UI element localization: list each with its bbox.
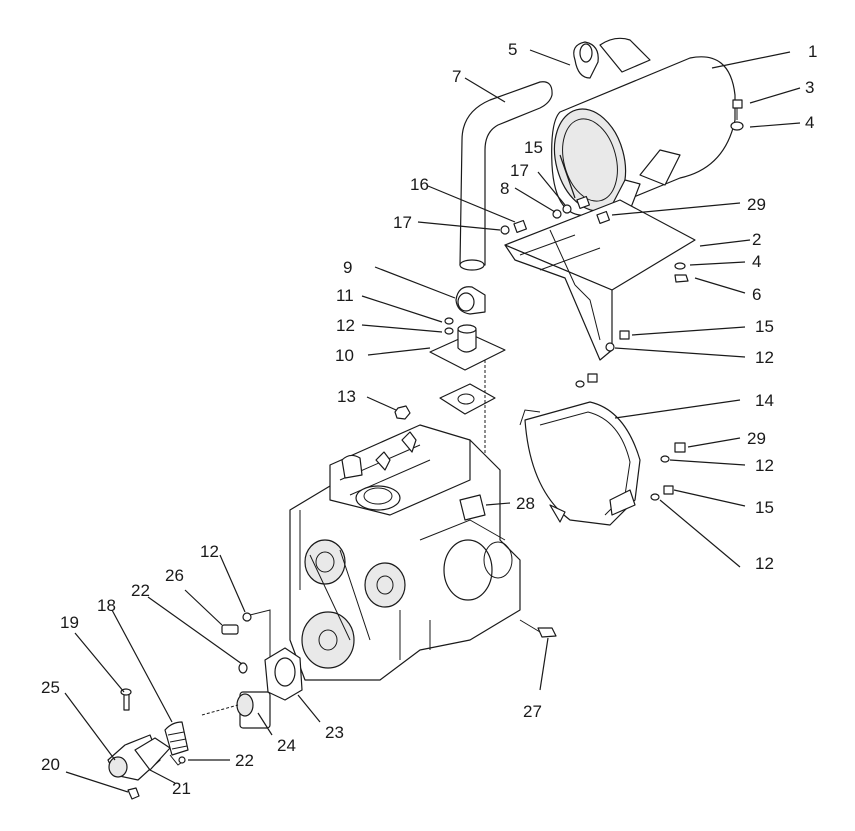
callout-13: 13 bbox=[337, 387, 356, 406]
callout-24: 24 bbox=[277, 736, 296, 755]
callout-12: 12 bbox=[755, 348, 774, 367]
callout-14: 14 bbox=[755, 391, 774, 410]
callout-12: 12 bbox=[755, 554, 774, 573]
callout-12: 12 bbox=[200, 542, 219, 561]
exhaust-pipe bbox=[459, 81, 553, 271]
callout-5: 5 bbox=[508, 40, 517, 59]
callout-10: 10 bbox=[335, 346, 354, 365]
callout-29: 29 bbox=[747, 195, 766, 214]
callout-23: 23 bbox=[325, 723, 344, 742]
callout-9: 9 bbox=[343, 258, 352, 277]
leader-lines bbox=[64, 49, 801, 793]
callout-29: 29 bbox=[747, 429, 766, 448]
callout-21: 21 bbox=[172, 779, 191, 798]
callout-11: 11 bbox=[336, 286, 354, 305]
callout-26: 26 bbox=[165, 566, 184, 585]
nut-13 bbox=[394, 405, 411, 420]
callout-22: 22 bbox=[235, 751, 254, 770]
callout-16: 16 bbox=[410, 175, 429, 194]
blower-housing bbox=[519, 401, 641, 526]
hardware-right bbox=[519, 373, 686, 638]
callout-8: 8 bbox=[500, 179, 509, 198]
callout-12: 12 bbox=[336, 316, 355, 335]
drive-shaft-assembly bbox=[107, 609, 303, 800]
callout-2: 2 bbox=[752, 230, 761, 249]
engine bbox=[289, 424, 521, 681]
callout-19: 19 bbox=[60, 613, 79, 632]
callout-22: 22 bbox=[131, 581, 150, 600]
callouts: 1 2 3 4 4 5 6 7 8 9 10 11 12 12 12 12 12… bbox=[41, 40, 817, 798]
callout-17: 17 bbox=[393, 213, 412, 232]
callout-17: 17 bbox=[510, 161, 529, 180]
callout-15: 15 bbox=[755, 317, 774, 336]
callout-20: 20 bbox=[41, 755, 60, 774]
clamp-and-flange bbox=[429, 286, 506, 505]
muffler-clamp bbox=[573, 41, 599, 79]
callout-15: 15 bbox=[755, 498, 774, 517]
callout-4: 4 bbox=[805, 113, 814, 132]
callout-12: 12 bbox=[755, 456, 774, 475]
callout-4: 4 bbox=[752, 252, 761, 271]
callout-3: 3 bbox=[805, 78, 814, 97]
callout-6: 6 bbox=[752, 285, 761, 304]
callout-28: 28 bbox=[516, 494, 535, 513]
callout-25: 25 bbox=[41, 678, 60, 697]
muffler-bracket bbox=[504, 199, 696, 361]
callout-27: 27 bbox=[523, 702, 542, 721]
callout-7: 7 bbox=[452, 67, 461, 86]
callout-18: 18 bbox=[97, 596, 116, 615]
callout-1: 1 bbox=[808, 42, 817, 61]
callout-15: 15 bbox=[524, 138, 543, 157]
